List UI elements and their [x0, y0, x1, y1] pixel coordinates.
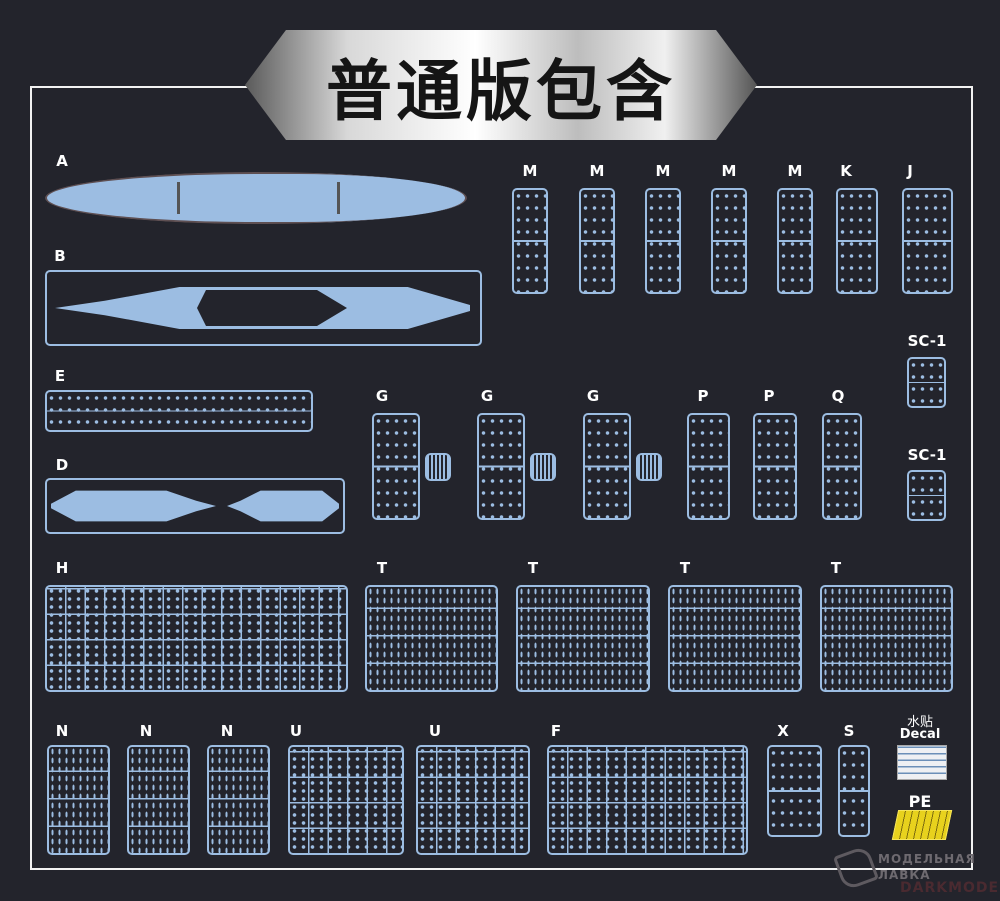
sprue-e: [45, 390, 313, 432]
label-m: M: [655, 162, 671, 180]
turret-part: [425, 453, 451, 481]
decal-label-en: Decal: [899, 727, 941, 742]
page-title: 普通版包含: [326, 53, 676, 130]
sprue-k: [836, 188, 878, 294]
sprue-t: [820, 585, 953, 692]
deck-opening: [197, 290, 347, 326]
label-u: U: [428, 722, 442, 740]
label-p: P: [697, 387, 709, 405]
label-n: N: [220, 722, 234, 740]
sprue-u: [416, 745, 530, 855]
watermark-line1: МОДЕЛЬНАЯ: [878, 852, 976, 866]
sprue-j: [902, 188, 953, 294]
label-sc1: SC-1: [907, 446, 947, 464]
sprue-d: [45, 478, 345, 534]
sprue-t: [668, 585, 802, 692]
sprue-u: [288, 745, 404, 855]
sprue-t: [516, 585, 650, 692]
sprue-g: [372, 413, 420, 520]
sprue-m: [579, 188, 615, 294]
label-n: N: [139, 722, 153, 740]
label-t: T: [679, 559, 691, 577]
label-q: Q: [831, 387, 845, 405]
hull-part-a: [45, 172, 467, 224]
label-s: S: [843, 722, 855, 740]
sprue-n: [127, 745, 190, 855]
label-t: T: [830, 559, 842, 577]
label-k: K: [840, 162, 852, 180]
watermark-line2: ЛАВКА: [878, 868, 931, 882]
label-a: A: [56, 152, 68, 170]
sprue-sc1: [907, 470, 946, 521]
label-g: G: [586, 387, 600, 405]
label-x: X: [777, 722, 789, 740]
pe-label: PE: [908, 792, 932, 811]
label-m: M: [589, 162, 605, 180]
sprue-x: [767, 745, 822, 837]
turret-part: [530, 453, 556, 481]
deck-part-d2: [227, 490, 339, 522]
label-sc1: SC-1: [907, 332, 947, 350]
sprue-m: [645, 188, 681, 294]
sprue-f: [547, 745, 748, 855]
sprue-n: [207, 745, 270, 855]
label-b: B: [54, 247, 66, 265]
decal-label-cn: 水贴: [906, 715, 934, 730]
deck-part-d1: [51, 484, 216, 528]
label-n: N: [55, 722, 69, 740]
sprue-n: [47, 745, 110, 855]
label-h: H: [55, 559, 69, 577]
watermark-line3: DARKMODEL: [900, 880, 1000, 896]
decal-sheet: [897, 745, 947, 780]
label-p: P: [763, 387, 775, 405]
sprue-h: [45, 585, 348, 692]
sprue-g: [477, 413, 525, 520]
sprue-sc1: [907, 357, 946, 408]
sprue-q: [822, 413, 862, 520]
label-m: M: [721, 162, 737, 180]
label-t: T: [527, 559, 539, 577]
label-m: M: [787, 162, 803, 180]
label-d: D: [55, 456, 69, 474]
sprue-m: [512, 188, 548, 294]
sprue-m: [711, 188, 747, 294]
label-j: J: [907, 162, 913, 180]
sprue-s: [838, 745, 870, 837]
turret-part: [636, 453, 662, 481]
sprue-g: [583, 413, 631, 520]
sprue-p: [687, 413, 730, 520]
label-t: T: [376, 559, 388, 577]
label-g: G: [375, 387, 389, 405]
sprue-p: [753, 413, 797, 520]
label-m: M: [522, 162, 538, 180]
label-g: G: [480, 387, 494, 405]
photo-etch-sheet: [891, 810, 953, 840]
sprue-t: [365, 585, 498, 692]
label-e: E: [54, 367, 66, 385]
sprue-m: [777, 188, 813, 294]
label-f: F: [550, 722, 562, 740]
sprue-b: [45, 270, 482, 346]
label-u: U: [289, 722, 303, 740]
title-banner: [245, 30, 757, 140]
